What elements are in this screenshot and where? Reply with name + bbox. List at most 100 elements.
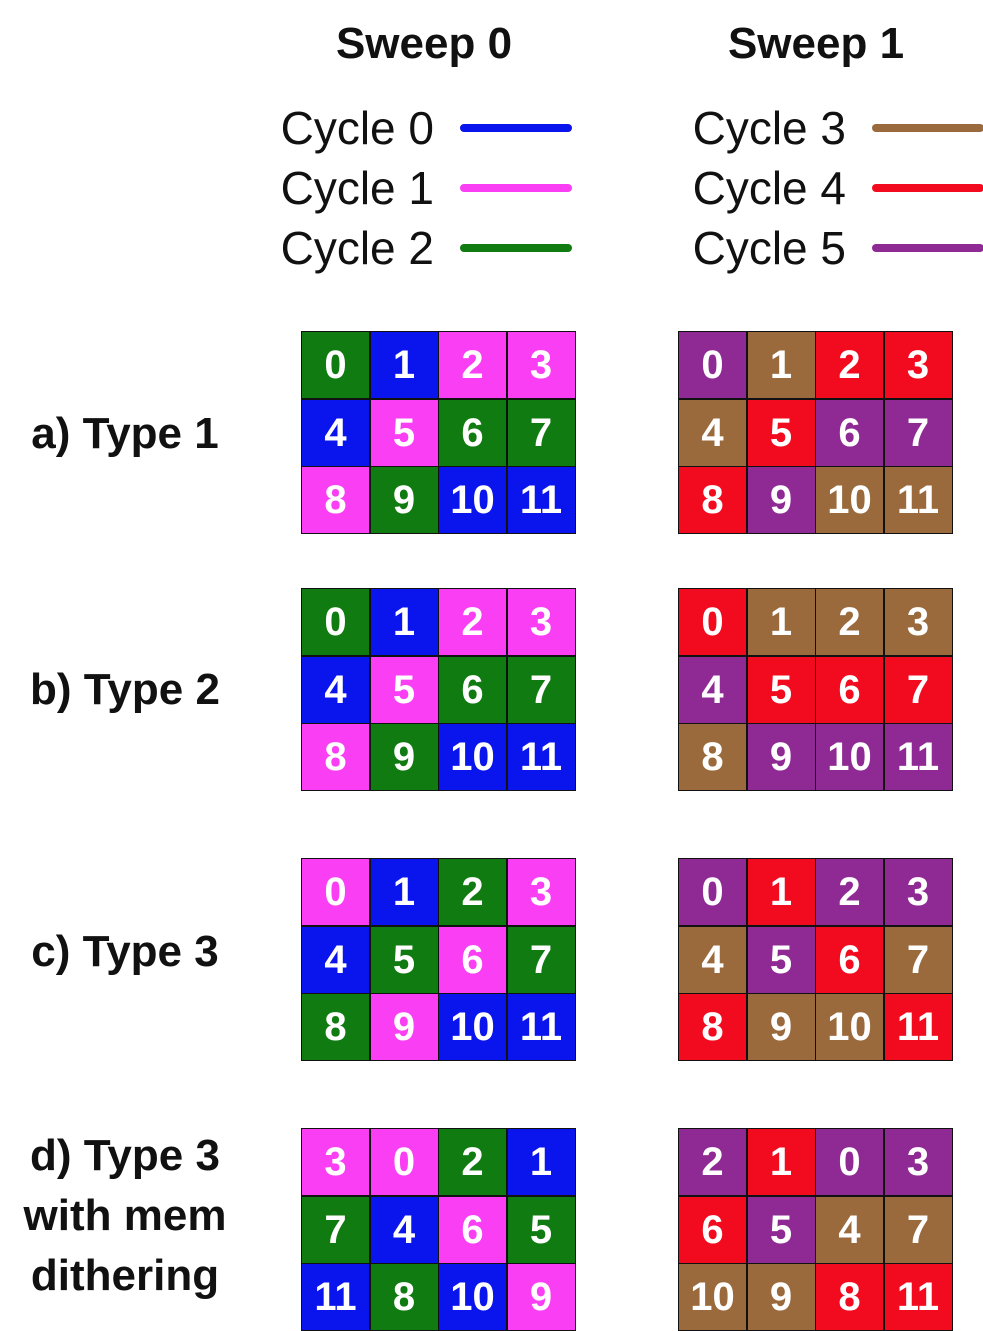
- grid-cell: 7: [302, 1196, 369, 1263]
- row-label-type-3-dithering: d) Type 3 with mem dithering: [23, 1131, 227, 1300]
- grid-cell: 0: [679, 859, 746, 925]
- grid-cell: 0: [302, 332, 369, 398]
- grid-cell: 6: [679, 1196, 746, 1263]
- legend-item: Cycle 1: [252, 158, 572, 218]
- grid-cell: 2: [816, 859, 883, 925]
- grid-cell: 3: [884, 332, 952, 398]
- grid-cell: 8: [302, 724, 369, 790]
- grid-cell: 9: [370, 467, 438, 533]
- legend-label: Cycle 1: [280, 162, 434, 214]
- grid-cell: 9: [370, 994, 438, 1060]
- grid-cell: 1: [747, 332, 815, 398]
- grid-cell: 3: [507, 589, 575, 655]
- grid-cell: 11: [884, 1264, 952, 1330]
- grid-cell: 8: [302, 467, 369, 533]
- grid-cell: 10: [679, 1264, 746, 1330]
- grid-cell: 3: [884, 859, 952, 925]
- grid-cell: 7: [507, 926, 575, 993]
- legend-label: Cycle 5: [692, 222, 846, 274]
- grid-cell: 2: [679, 1129, 746, 1195]
- grid-cell: 8: [370, 1264, 438, 1330]
- grid-cell: 3: [302, 1129, 369, 1195]
- grid-cell: 9: [747, 724, 815, 790]
- grid-cell: 3: [507, 859, 575, 925]
- grid-cell: 10: [439, 1264, 506, 1330]
- grid-cell: 4: [302, 656, 369, 723]
- grid-cell: 9: [370, 724, 438, 790]
- grid-cell: 0: [679, 589, 746, 655]
- grid-cell: 5: [370, 399, 438, 466]
- grid-cell: 4: [302, 926, 369, 993]
- grid-cell: 1: [370, 859, 438, 925]
- grid-cell: 6: [439, 399, 506, 466]
- grid-cell: 5: [747, 1196, 815, 1263]
- grid-cell: 9: [747, 467, 815, 533]
- grid-cell: 2: [439, 1129, 506, 1195]
- grid-cell: 1: [747, 1129, 815, 1195]
- grid-cell: 0: [370, 1129, 438, 1195]
- legend-label: Cycle 0: [280, 102, 434, 154]
- grid-cell: 8: [679, 467, 746, 533]
- grid-cell: 6: [816, 926, 883, 993]
- grid-cell: 4: [679, 926, 746, 993]
- grid-cell: 8: [816, 1264, 883, 1330]
- grid-cell: 9: [747, 1264, 815, 1330]
- grid-cell: 5: [747, 399, 815, 466]
- grid-cell: 10: [816, 724, 883, 790]
- grid-cell: 7: [507, 399, 575, 466]
- grid-cell: 1: [747, 589, 815, 655]
- legend-label: Cycle 4: [692, 162, 846, 214]
- grid-cell: 6: [439, 1196, 506, 1263]
- grid-cell: 3: [884, 1129, 952, 1195]
- grid-cell: 1: [370, 332, 438, 398]
- legend-item: Cycle 0: [252, 98, 572, 158]
- grid-cell: 10: [816, 994, 883, 1060]
- grid-cell: 5: [370, 926, 438, 993]
- grid-cell: 5: [747, 656, 815, 723]
- grid-cell: 11: [884, 994, 952, 1060]
- grid-cell: 2: [439, 589, 506, 655]
- grid-cell: 5: [747, 926, 815, 993]
- legend-line: [872, 244, 983, 252]
- grid-cell: 1: [370, 589, 438, 655]
- grid-cell: 11: [507, 994, 575, 1060]
- grid-cell: 2: [439, 332, 506, 398]
- grid-cell: 6: [816, 399, 883, 466]
- grid-cell: 2: [816, 589, 883, 655]
- legend-line: [460, 244, 572, 252]
- legend-item: Cycle 5: [664, 218, 983, 278]
- grid-cell: 8: [679, 994, 746, 1060]
- grid-cell: 11: [302, 1264, 369, 1330]
- legend-label: Cycle 3: [692, 102, 846, 154]
- grid-cell: 7: [884, 656, 952, 723]
- legend-item: Cycle 3: [664, 98, 983, 158]
- grid-cell: 4: [816, 1196, 883, 1263]
- legend-line: [872, 184, 983, 192]
- row-label-type-3: c) Type 3: [31, 927, 219, 976]
- grid-cell: 11: [507, 724, 575, 790]
- grid-cell: 1: [507, 1129, 575, 1195]
- grid-cell: 2: [816, 332, 883, 398]
- grid-cell: 8: [679, 724, 746, 790]
- grid-cell: 10: [816, 467, 883, 533]
- grid-cell: 0: [816, 1129, 883, 1195]
- grid-cell: 7: [884, 399, 952, 466]
- sweep-1-title: Sweep 1: [727, 19, 905, 68]
- grid-cell: 0: [679, 332, 746, 398]
- row-label-type-2: b) Type 2: [30, 665, 220, 714]
- grid-cell: 7: [507, 656, 575, 723]
- legend-label: Cycle 2: [280, 222, 434, 274]
- grid-cell: 5: [370, 656, 438, 723]
- grid-cell: 2: [439, 859, 506, 925]
- grid-cell: 8: [302, 994, 369, 1060]
- legend-line: [460, 124, 572, 132]
- grid-cell: 6: [439, 656, 506, 723]
